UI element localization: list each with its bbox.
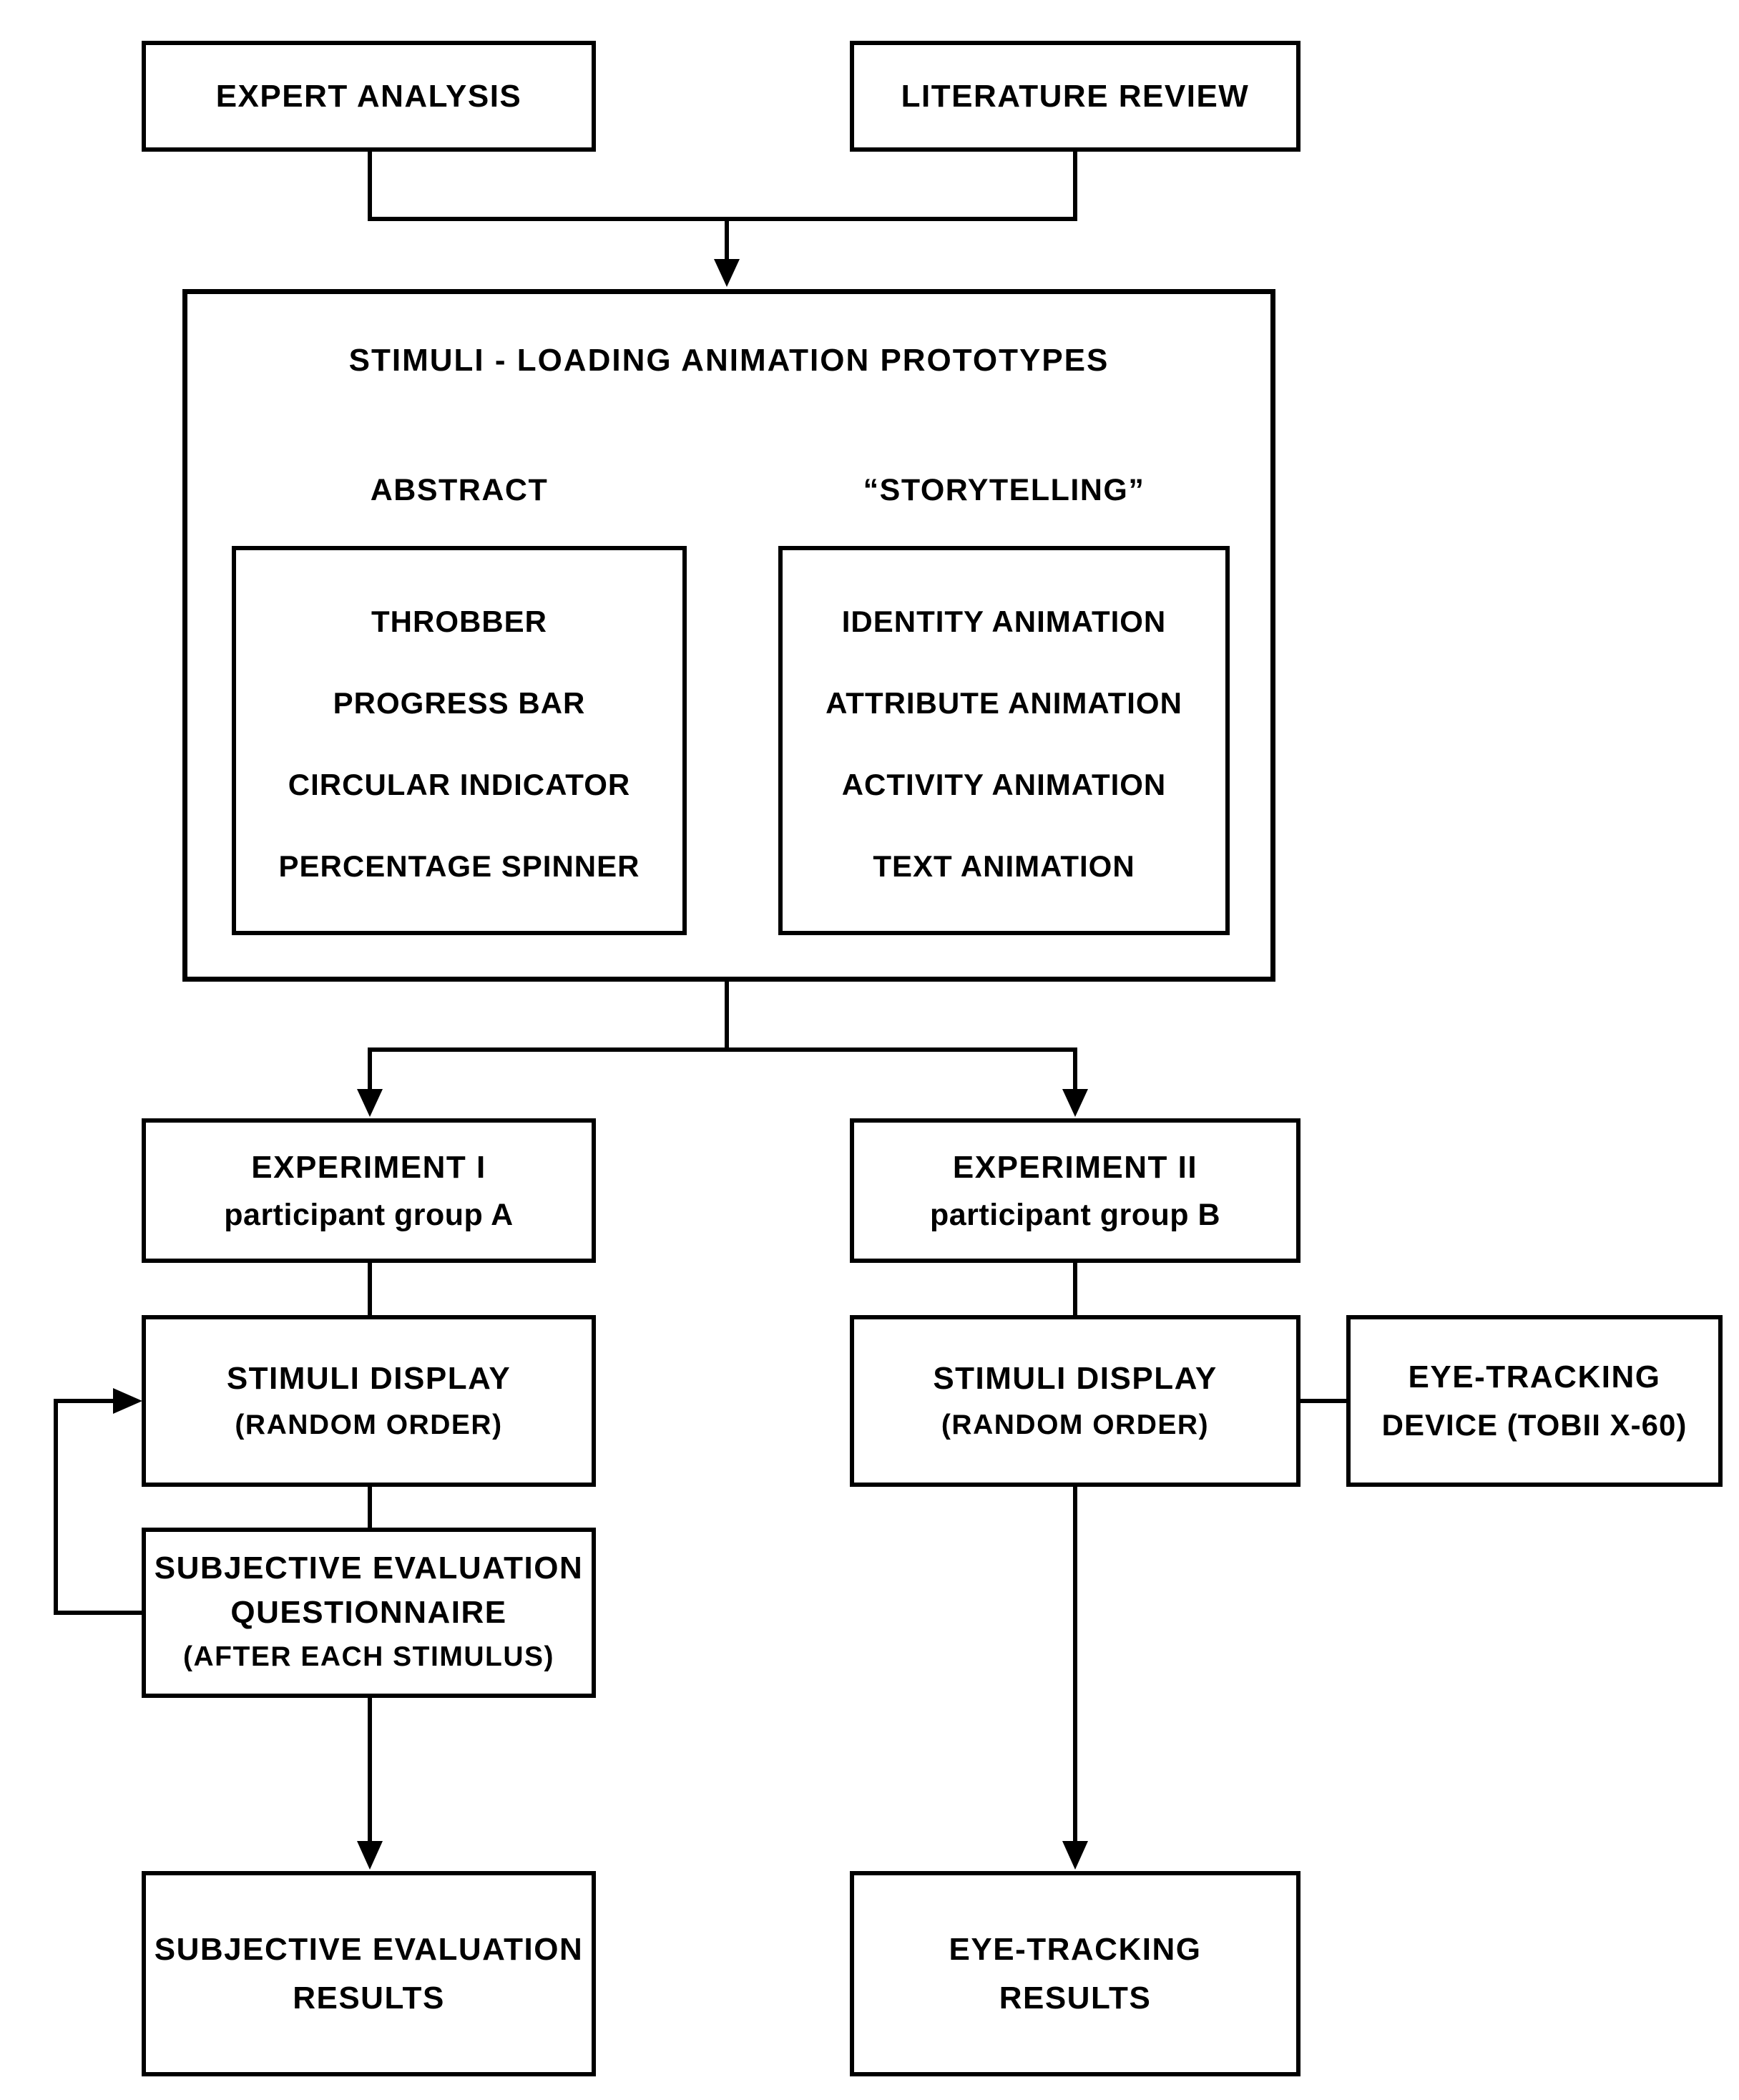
node-label: SUBJECTIVE EVALUATION bbox=[154, 1550, 584, 1586]
node-label-2: RESULTS bbox=[999, 1980, 1152, 2016]
node-label-2: QUESTIONNAIRE bbox=[230, 1595, 507, 1630]
arrowhead-into-experiment2 bbox=[1062, 1089, 1088, 1117]
arrowhead-into-eyetracking-results bbox=[1062, 1841, 1088, 1870]
abstract-item: PERCENTAGE SPINNER bbox=[278, 849, 640, 883]
node-label: STIMULI DISPLAY bbox=[933, 1361, 1218, 1396]
storytelling-item: ACTIVITY ANIMATION bbox=[841, 768, 1167, 801]
node-sublabel: participant group B bbox=[929, 1198, 1221, 1232]
node-expert-analysis: EXPERT ANALYSIS bbox=[142, 41, 596, 152]
node-sublabel: (RANDOM ORDER) bbox=[941, 1410, 1210, 1440]
node-label: SUBJECTIVE EVALUATION bbox=[154, 1931, 584, 1967]
abstract-items-box: THROBBER PROGRESS BAR CIRCULAR INDICATOR… bbox=[232, 546, 687, 935]
node-sublabel: DEVICE (TOBII X-60) bbox=[1381, 1408, 1687, 1442]
stimuli-title: STIMULI - LOADING ANIMATION PROTOTYPES bbox=[348, 343, 1109, 378]
node-subjective-evaluation-questionnaire: SUBJECTIVE EVALUATION QUESTIONNAIRE (AFT… bbox=[142, 1528, 596, 1698]
arrowhead-into-subjective-results bbox=[357, 1841, 383, 1870]
storytelling-item: TEXT ANIMATION bbox=[873, 849, 1135, 883]
storytelling-item: IDENTITY ANIMATION bbox=[841, 605, 1167, 638]
node-label: EXPERIMENT I bbox=[251, 1150, 486, 1185]
arrowhead-into-experiment1 bbox=[357, 1089, 383, 1117]
storytelling-items-box: IDENTITY ANIMATION ATTRIBUTE ANIMATION A… bbox=[778, 546, 1230, 935]
node-eye-tracking-device: EYE-TRACKING DEVICE (TOBII X-60) bbox=[1346, 1315, 1723, 1487]
node-experiment-1: EXPERIMENT I participant group A bbox=[142, 1118, 596, 1263]
node-sublabel: participant group A bbox=[224, 1198, 514, 1232]
node-label-2: RESULTS bbox=[293, 1980, 445, 2016]
node-stimuli-display-b: STIMULI DISPLAY (RANDOM ORDER) bbox=[850, 1315, 1300, 1487]
node-sublabel: (AFTER EACH STIMULUS) bbox=[183, 1641, 554, 1672]
node-stimuli-prototypes: STIMULI - LOADING ANIMATION PROTOTYPES A… bbox=[182, 289, 1275, 982]
node-eye-tracking-results: EYE-TRACKING RESULTS bbox=[850, 1871, 1300, 2076]
node-label: EYE-TRACKING bbox=[949, 1931, 1202, 1967]
node-experiment-2: EXPERIMENT II participant group B bbox=[850, 1118, 1300, 1263]
node-label: EXPERT ANALYSIS bbox=[215, 78, 522, 114]
node-sublabel: (RANDOM ORDER) bbox=[235, 1410, 503, 1440]
node-label: LITERATURE REVIEW bbox=[901, 78, 1250, 114]
edge-feedback-loop bbox=[54, 1399, 144, 1615]
node-label: EXPERIMENT II bbox=[952, 1150, 1198, 1185]
node-subjective-evaluation-results: SUBJECTIVE EVALUATION RESULTS bbox=[142, 1871, 596, 2076]
abstract-item: THROBBER bbox=[371, 605, 547, 638]
arrowhead-loop-into-display1 bbox=[113, 1388, 142, 1414]
node-label: STIMULI DISPLAY bbox=[226, 1361, 511, 1396]
node-label: EYE-TRACKING bbox=[1408, 1359, 1661, 1395]
abstract-column-label: ABSTRACT bbox=[370, 473, 549, 507]
abstract-item: PROGRESS BAR bbox=[333, 686, 586, 720]
storytelling-column-label: “STORYTELLING” bbox=[863, 473, 1145, 507]
node-stimuli-display-a: STIMULI DISPLAY (RANDOM ORDER) bbox=[142, 1315, 596, 1487]
arrowhead-into-stimuli bbox=[714, 259, 740, 287]
abstract-item: CIRCULAR INDICATOR bbox=[288, 768, 631, 801]
storytelling-item: ATTRIBUTE ANIMATION bbox=[826, 686, 1182, 720]
node-literature-review: LITERATURE REVIEW bbox=[850, 41, 1300, 152]
